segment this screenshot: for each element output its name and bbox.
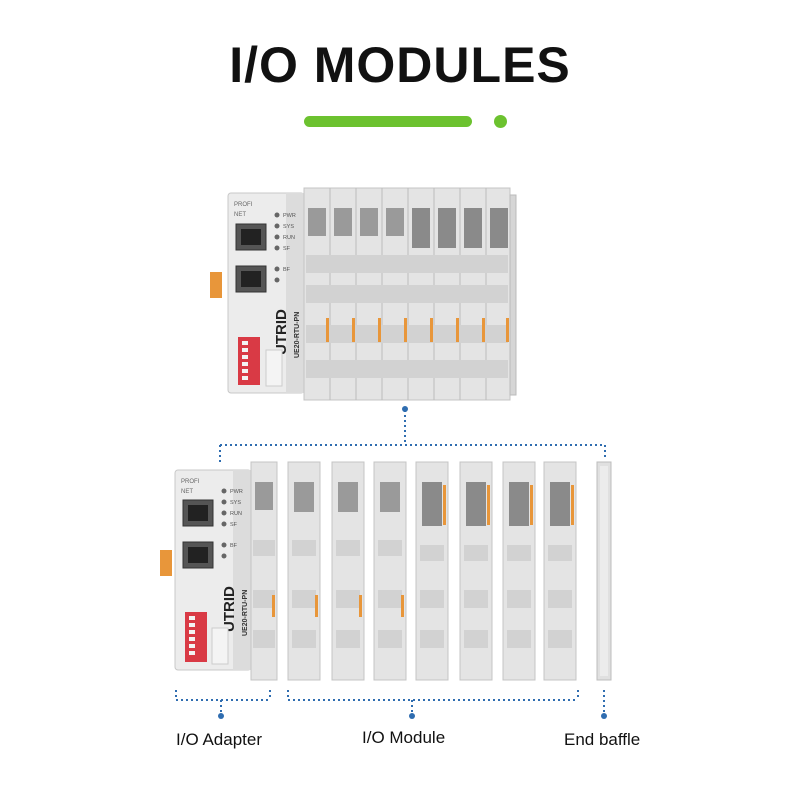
label-io-adapter: I/O Adapter: [176, 730, 262, 749]
dip-switch-top: [238, 337, 260, 385]
brand-bottom: UTRID: [221, 586, 238, 632]
led-pwr-bottom: PWR: [230, 489, 243, 495]
led-run-top: RUN: [283, 235, 295, 241]
led-bf-top: BF: [283, 267, 291, 273]
accent-dot: [494, 115, 507, 128]
led-sf-bottom: SF: [230, 522, 238, 528]
net-text-bottom: NET: [181, 489, 193, 495]
led-pwr-top: PWR: [283, 213, 296, 219]
end-baffle-top: [509, 194, 517, 396]
connector-dot-adapter: [218, 713, 224, 719]
page-title: I/O MODULES: [229, 37, 571, 93]
dip-switch-bottom: [185, 612, 207, 662]
model-bottom: UE20-RTU-PN: [242, 590, 249, 636]
assembled-device: PROFI NET PWR SYS RUN SF BF UTRID UE20-R…: [210, 187, 517, 401]
led-run-bottom: RUN: [230, 511, 242, 517]
connector-dot-baffle: [601, 713, 607, 719]
led-bf-bottom: BF: [230, 543, 238, 549]
led-sf-top: SF: [283, 246, 291, 252]
connector-lines: [175, 410, 606, 712]
connector-dot-module: [409, 713, 415, 719]
label-end-baffle: End baffle: [564, 730, 641, 749]
label-io-module: I/O Module: [362, 728, 446, 747]
module-stack-top: [303, 187, 517, 401]
din-clip: [210, 272, 222, 298]
exploded-view: PROFI NET PWR SYS RUN SF BF UTRID UE20-R…: [160, 461, 612, 681]
connector-dot-top: [402, 406, 408, 412]
led-sys-top: SYS: [283, 224, 294, 230]
accent-bar: [304, 116, 472, 127]
profi-text-bottom: PROFI: [181, 479, 200, 485]
model-top: UE20-RTU-PN: [294, 312, 301, 358]
led-sys-bottom: SYS: [230, 500, 241, 506]
brand-top: UTRID: [273, 309, 290, 355]
profi-text-top: PROFI: [234, 202, 253, 208]
net-text-top: NET: [234, 212, 246, 218]
